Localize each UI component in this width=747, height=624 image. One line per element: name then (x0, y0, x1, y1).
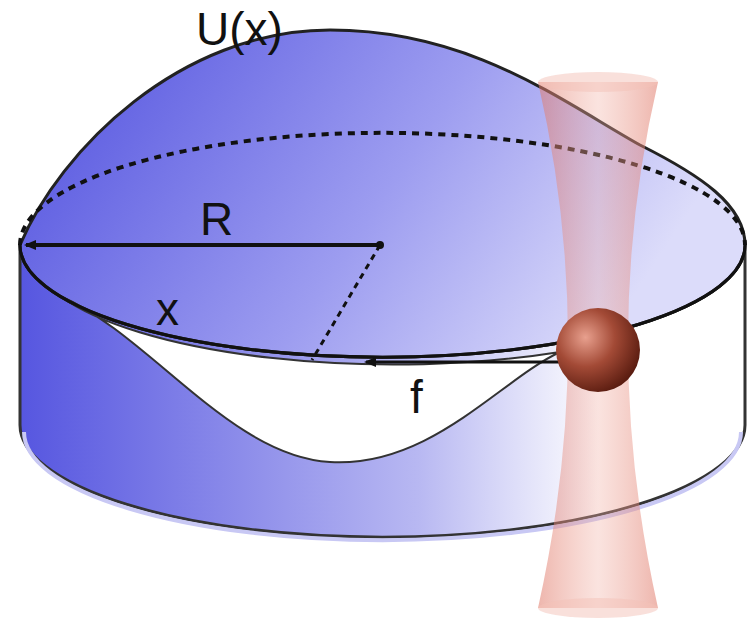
potential-label: U(x) (196, 6, 283, 52)
radius-label: R (200, 196, 233, 242)
force-label: f (410, 374, 423, 420)
position-label: x (156, 286, 179, 332)
